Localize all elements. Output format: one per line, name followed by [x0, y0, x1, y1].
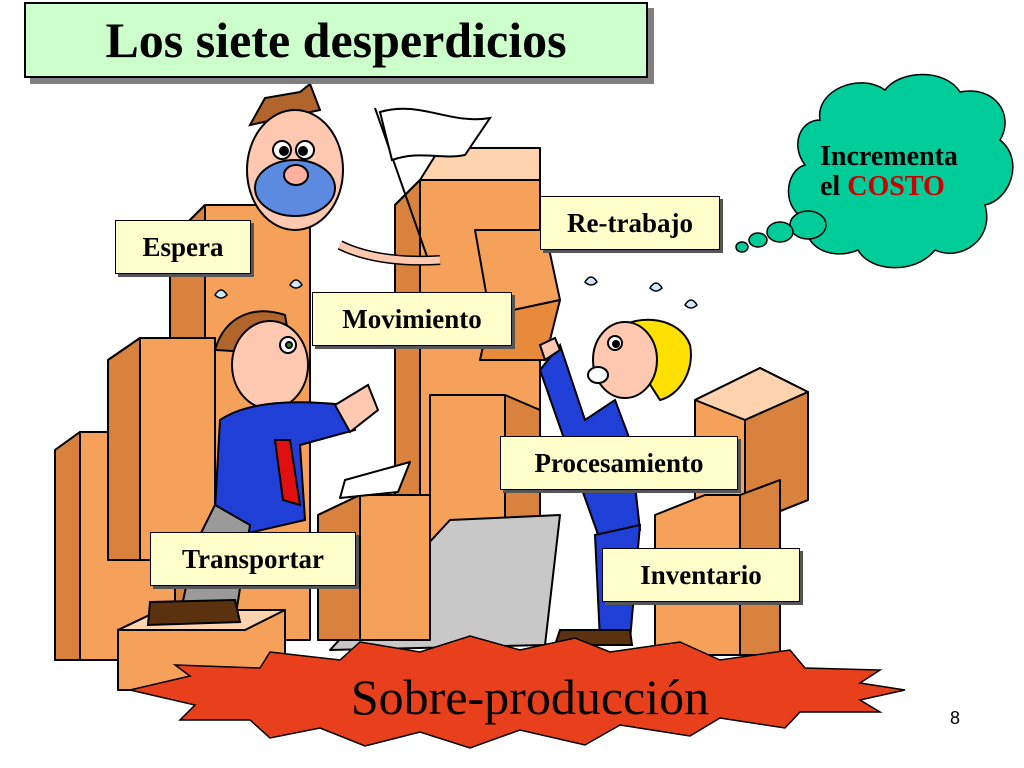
cloud-line-1: Incrementa [820, 141, 958, 172]
sweat-drops [214, 276, 698, 309]
label-movimiento: Movimiento [312, 292, 512, 346]
page-title: Los siete desperdicios [24, 2, 648, 78]
label-inventario: Inventario [602, 548, 800, 602]
cloud-line-2: el COSTO [820, 172, 958, 202]
overproduction-title: Sobre-producción [350, 669, 710, 725]
label-transportar: Transportar [150, 532, 356, 586]
label-espera: Espera [115, 220, 251, 274]
label-procesamiento: Procesamiento [500, 436, 738, 490]
peeking-man-icon [246, 82, 441, 266]
overproduction-burst [129, 635, 906, 749]
white-flag-icon [374, 107, 493, 266]
label-retrabajo: Re-trabajo [540, 196, 720, 250]
cost-highlight: COSTO [847, 171, 945, 202]
thought-cloud [735, 73, 1014, 269]
cloud-line-2-prefix: el [820, 171, 841, 202]
cloud-text: Incrementa el COSTO [820, 142, 958, 202]
page-number: 8 [950, 708, 961, 728]
